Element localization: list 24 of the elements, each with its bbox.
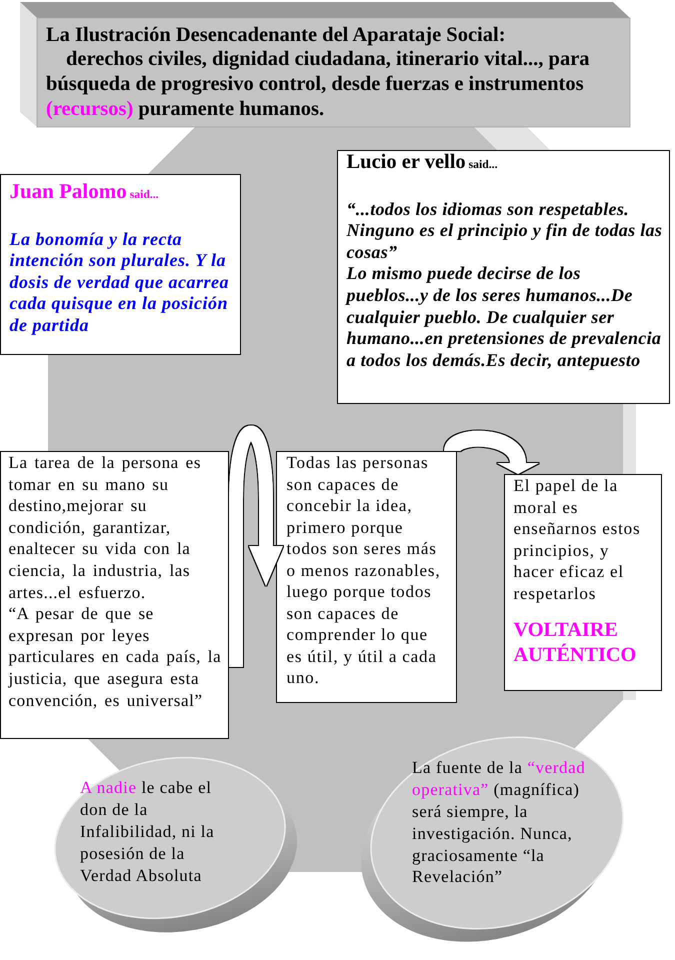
- disc-shape: [53, 756, 300, 935]
- note-card: [276, 451, 457, 703]
- said-label: said...: [130, 188, 159, 200]
- quote-text: “...todos los idiomas son respetables. Ninguno es el principio y fin de todas las cosas”: [346, 198, 662, 262]
- heading-text: La Ilustración Desencadenante del Aparataje Social:: [46, 24, 506, 46]
- body-text: derechos civiles, dignidad ciudadana, itinerario vital..., para búsqueda de progresivo control, desde fuerzas e instrumentos (recursos) puramente humanos.: [46, 48, 590, 120]
- quote-text: La bonomía y la recta intención son plurales. Y la dosis de verdad que acarrea cada quisque en la posición de partida: [10, 228, 229, 335]
- author-name: Lucio er vello: [346, 151, 466, 173]
- note-card: [0, 174, 241, 355]
- note-card: [0, 451, 229, 739]
- body-text: A nadie le cabe el don de la Infalibilidad, ni la posesión de la Verdad Absoluta: [80, 778, 214, 885]
- note-card: [504, 474, 662, 691]
- note-card: [337, 150, 670, 404]
- banner-panel: [20, 2, 631, 128]
- curved-arrow: [444, 430, 539, 474]
- body-text: La tarea de la persona es tomar en su mano su destino,mejorar su condición, garantizar, enaltecer su vida con la ciencia, la industria, las artes...el esfuerzo.: [8, 453, 202, 602]
- quote-text: “A pesar de que se expresan por leyes particulares en cada país, la justicia, que asegura esta convención, es universal”: [8, 604, 222, 710]
- body-text: Todas las personas son capaces de concebir la idea, primero porque todos son seres más o menos razonables, luego porque todos son capaces de comprender lo que es útil, y útil a cada uno.: [286, 453, 440, 687]
- author-name: Juan Palomo: [10, 178, 127, 202]
- signature-text: VOLTAIRE AUTÉNTICO: [514, 618, 636, 666]
- body-text: La fuente de la “verdad operativa” (magnífica) será siempre, la investigación. Nunca, graciosamente “la Revelación”: [412, 758, 586, 886]
- body-text: Lo mismo puede decirse de los pueblos...y de los seres humanos...De cualquier pueblo. De cualquier ser humano...en pretensiones de prevalencia a todos los demás.Es decir, antepuesto: [346, 263, 662, 370]
- said-label: said...: [468, 158, 498, 171]
- body-text: El papel de la moral es enseñarnos estos principios, y hacer eficaz el respetarlos: [514, 476, 640, 602]
